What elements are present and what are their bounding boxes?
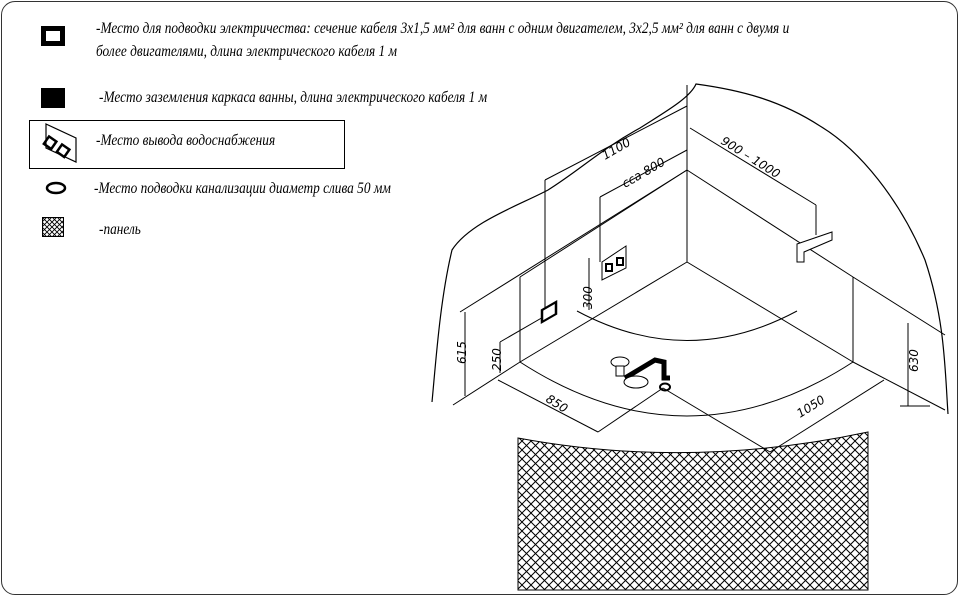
dim-300: 300: [581, 286, 595, 309]
legend-electric-line2: более двигателями, длина электрического …: [96, 43, 398, 60]
drain-siphon-icon: [610, 356, 670, 389]
dim-1100: 1100: [600, 135, 634, 163]
dim-900-1000: 900 – 1000: [718, 134, 783, 182]
dim-630: 630: [907, 349, 921, 372]
panel-hatch-icon: [42, 217, 64, 237]
tub-rim-arc: [576, 310, 798, 341]
grounding-point-icon: [540, 300, 558, 325]
water-supply-point-icon: [601, 245, 627, 281]
front-panel: [517, 431, 869, 591]
tub-front-arc: [519, 361, 854, 417]
dim-250: 250: [490, 348, 504, 371]
legend-electric-line1: -Место для подводки электричества: сечен…: [96, 20, 790, 37]
legend-drain: -Место подводки канализации диаметр слив…: [94, 180, 391, 197]
electric-supply-icon: [41, 26, 65, 46]
faucet-spout-icon: [796, 231, 833, 263]
drain-icon: [45, 181, 67, 195]
dim-cca-800: cca 800: [620, 155, 668, 191]
legend-water-box: [29, 120, 345, 169]
dim-850: 850: [543, 392, 570, 416]
legend-grounding: -Место заземления каркаса ванны, длина э…: [99, 89, 488, 106]
water-supply-icon: [42, 123, 77, 163]
legend-panel: -панель: [99, 221, 141, 238]
dim-1050: 1050: [794, 392, 828, 420]
legend-water-supply: -Место вывода водоснабжения: [96, 132, 276, 149]
drain-outlet-icon: [659, 382, 671, 392]
wall-outline: [431, 83, 949, 415]
dim-615: 615: [455, 341, 469, 364]
grounding-icon: [41, 88, 65, 108]
